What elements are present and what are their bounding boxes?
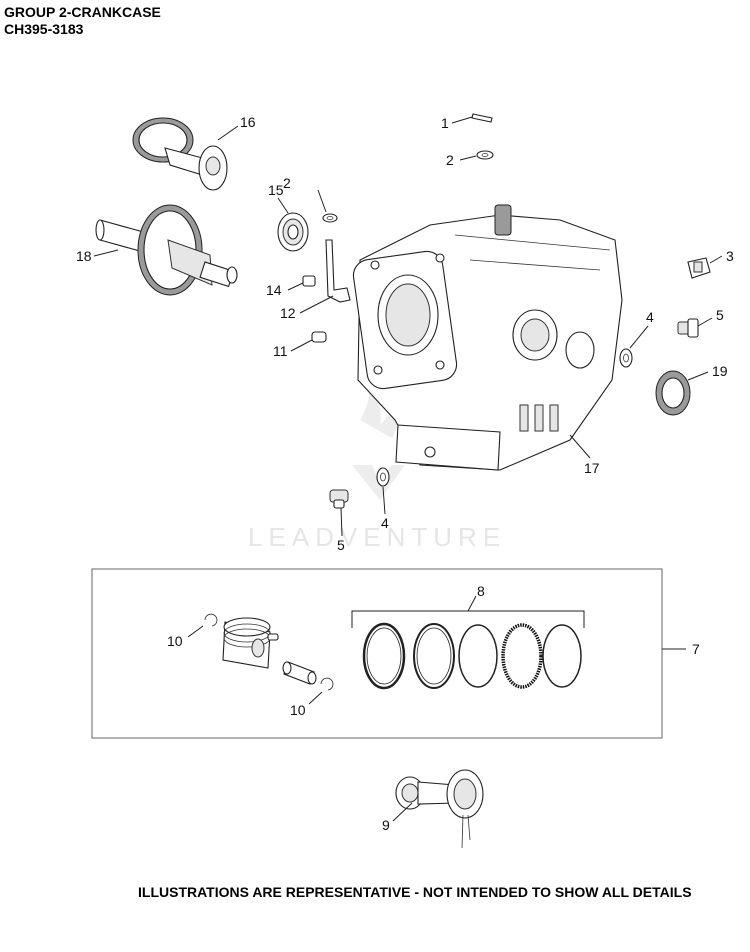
part-17-crankcase[interactable] — [351, 204, 623, 471]
part-12-breather-tube[interactable] — [325, 239, 351, 303]
callout-8: 8 — [477, 583, 485, 599]
callout-12: 12 — [280, 305, 296, 321]
disclaimer-footer: ILLUSTRATIONS ARE REPRESENTATIVE - NOT I… — [138, 884, 692, 900]
callout-3: 3 — [726, 248, 734, 264]
piston[interactable] — [222, 617, 279, 669]
callout-19: 19 — [712, 363, 728, 379]
piston-kit-box — [91, 568, 663, 739]
callout-2-mid: 2 — [283, 175, 291, 191]
piston-pin[interactable] — [282, 661, 317, 685]
callout-17: 17 — [584, 460, 600, 476]
callout-15: 15 — [268, 182, 284, 198]
part-5-plug-right[interactable] — [677, 318, 699, 338]
part-19-oil-seal[interactable] — [655, 370, 691, 416]
callout-4-bottom: 4 — [381, 515, 389, 531]
part-2-washer-mid[interactable] — [322, 213, 338, 223]
callout-7: 7 — [692, 641, 700, 657]
part-11-dowel[interactable] — [311, 331, 327, 343]
page-title: GROUP 2-CRANKCASE — [4, 4, 161, 20]
part-2-washer-top[interactable] — [476, 150, 494, 160]
part-3-sensor[interactable] — [687, 257, 711, 279]
part-5-plug-bottom[interactable] — [329, 489, 349, 509]
callout-16: 16 — [240, 114, 256, 130]
callout-5-bottom: 5 — [337, 537, 345, 553]
part-8-ring-set[interactable] — [362, 622, 582, 690]
callout-14: 14 — [266, 282, 282, 298]
callout-10-top: 10 — [167, 633, 183, 649]
part-18-crankshaft[interactable] — [95, 204, 238, 296]
part-10-retaining-ring-bottom[interactable] — [320, 677, 334, 691]
callout-4-right: 4 — [646, 309, 654, 325]
callout-11: 11 — [273, 343, 288, 359]
callout-1: 1 — [441, 115, 449, 131]
part-10-retaining-ring-top[interactable] — [204, 613, 218, 627]
callout-5-right: 5 — [716, 307, 724, 323]
callout-9: 9 — [382, 817, 390, 833]
part-1-pin[interactable] — [471, 113, 493, 123]
part-16-camshaft[interactable] — [132, 117, 228, 191]
model-number: CH395-3183 — [4, 21, 84, 37]
part-15-bearing[interactable] — [277, 212, 309, 252]
part-4-washer-right[interactable] — [619, 348, 633, 368]
part-4-washer-bottom[interactable] — [376, 467, 390, 487]
callout-10-bottom: 10 — [290, 702, 306, 718]
part-9-connecting-rod[interactable] — [395, 769, 484, 849]
callout-18: 18 — [76, 248, 92, 264]
watermark-text: LEADVENTURE — [248, 522, 506, 552]
part-14-plug[interactable] — [302, 275, 316, 287]
callout-2-top: 2 — [446, 152, 454, 168]
